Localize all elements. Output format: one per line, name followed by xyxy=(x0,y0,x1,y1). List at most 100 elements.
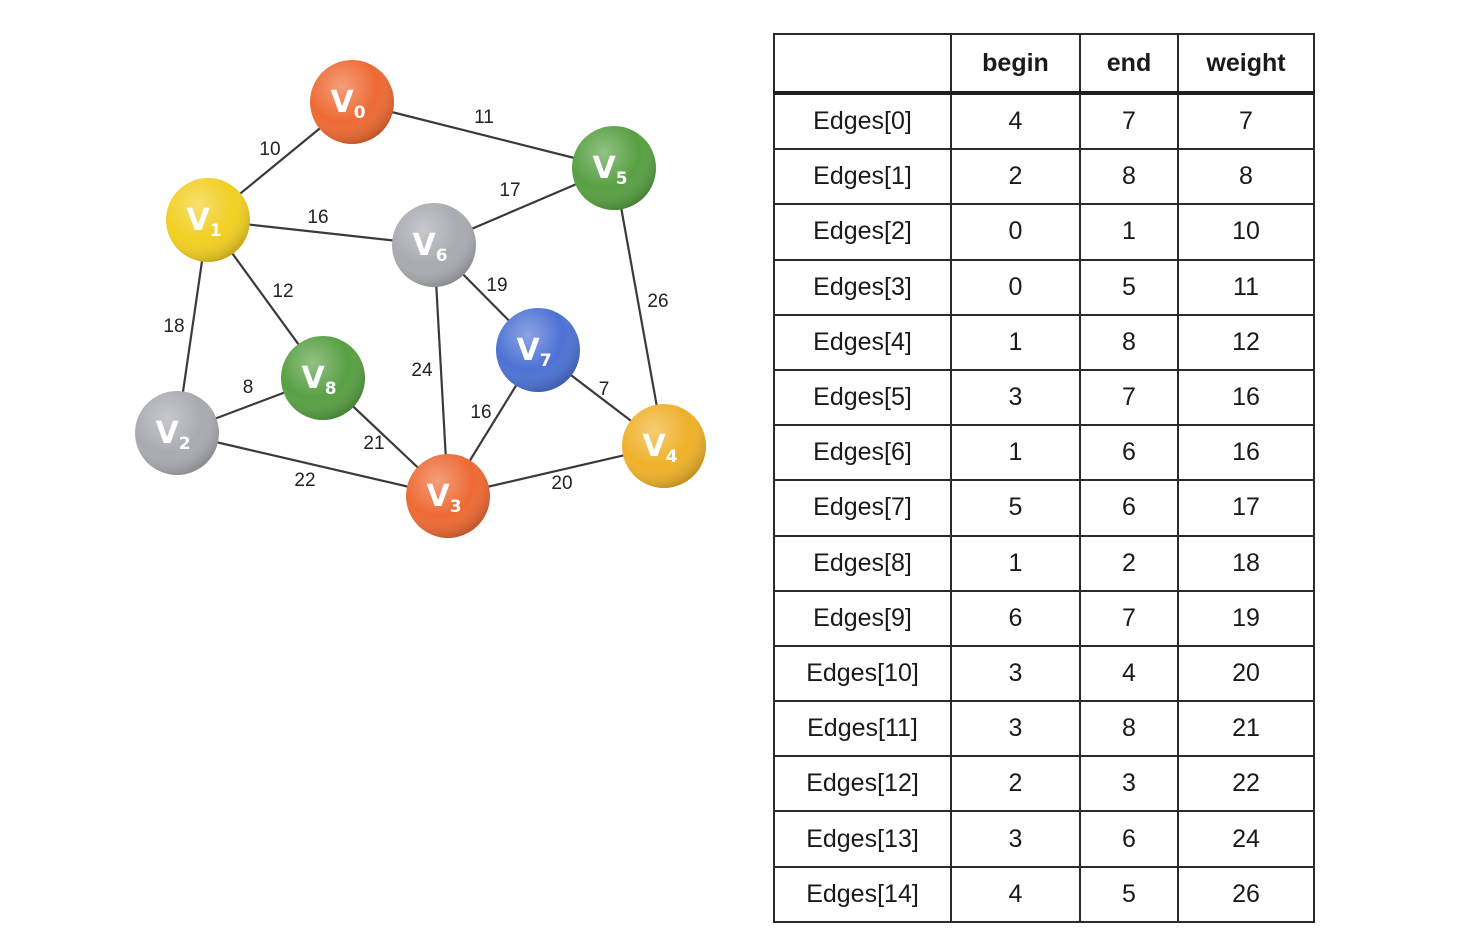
node-shading xyxy=(572,126,656,210)
edge-weight-label: 11 xyxy=(474,107,494,128)
edge-weight-label: 10 xyxy=(259,139,280,160)
weight-cell: 18 xyxy=(1177,534,1315,592)
begin-cell: 1 xyxy=(950,424,1081,482)
node-label-subscript: 2 xyxy=(179,434,191,454)
node-v2: V2 xyxy=(135,391,219,475)
node-label-subscript: 0 xyxy=(354,103,366,123)
edge-weight-label: 8 xyxy=(243,377,254,398)
node-v6: V6 xyxy=(392,203,476,287)
edge-weight-label: 22 xyxy=(294,470,315,491)
weight-cell: 16 xyxy=(1177,368,1315,427)
end-cell: 7 xyxy=(1079,91,1179,151)
weight-cell: 12 xyxy=(1177,313,1315,371)
node-label: V7 xyxy=(516,333,551,371)
edge-name-cell: Edges[10] xyxy=(773,644,952,703)
node-label: V8 xyxy=(301,361,336,399)
node-label: V6 xyxy=(412,228,447,266)
node-label-letter: V xyxy=(642,429,666,464)
node-v0: V0 xyxy=(310,60,394,144)
node-shading xyxy=(406,454,490,538)
begin-cell: 0 xyxy=(950,258,1081,316)
node-v1: V1 xyxy=(166,178,250,262)
weight-cell: 10 xyxy=(1177,203,1315,261)
begin-cell: 5 xyxy=(950,479,1081,537)
end-cell: 8 xyxy=(1079,148,1179,206)
end-cell: 7 xyxy=(1079,589,1179,647)
weight-cell: 26 xyxy=(1177,865,1315,923)
edge-weight-label: 24 xyxy=(411,360,433,381)
node-shading xyxy=(622,404,706,488)
edge-name-cell: Edges[3] xyxy=(773,258,952,316)
node-label-subscript: 4 xyxy=(666,447,678,467)
edge-name-cell: Edges[9] xyxy=(773,589,952,647)
node-shading xyxy=(496,308,580,392)
begin-cell: 3 xyxy=(950,644,1081,703)
weight-cell: 19 xyxy=(1177,589,1315,647)
node-label-subscript: 8 xyxy=(325,379,337,399)
node-label-letter: V xyxy=(516,333,540,368)
edge-name-cell: Edges[12] xyxy=(773,755,952,813)
node-label-subscript: 3 xyxy=(450,497,462,517)
node-label-letter: V xyxy=(330,85,354,120)
node-v3: V3 xyxy=(406,454,490,538)
edge-v2-v3 xyxy=(176,431,449,498)
node-v8: V8 xyxy=(281,336,365,420)
weight-cell: 16 xyxy=(1177,424,1315,482)
node-label: V2 xyxy=(155,416,190,454)
weight-cell: 20 xyxy=(1177,644,1315,703)
node-label-letter: V xyxy=(155,416,179,451)
edge-name-cell: Edges[8] xyxy=(773,534,952,592)
edge-weight-label: 12 xyxy=(272,281,293,302)
weight-cell: 11 xyxy=(1177,258,1315,316)
node-label-subscript: 1 xyxy=(210,221,222,241)
end-cell: 6 xyxy=(1079,424,1179,482)
edge-v0-v5 xyxy=(351,100,615,170)
begin-cell: 2 xyxy=(950,755,1081,813)
edge-weight-label: 18 xyxy=(163,316,184,337)
end-cell: 1 xyxy=(1079,203,1179,261)
edge-name-cell: Edges[5] xyxy=(773,368,952,427)
weight-cell: 17 xyxy=(1177,479,1315,537)
weight-cell: 24 xyxy=(1177,810,1315,868)
end-cell: 4 xyxy=(1079,644,1179,703)
header-name-cell xyxy=(773,33,952,94)
node-shading xyxy=(281,336,365,420)
end-cell: 6 xyxy=(1079,810,1179,868)
node-label: V5 xyxy=(592,151,627,189)
edge-weight-label: 26 xyxy=(647,291,668,312)
begin-cell: 1 xyxy=(950,313,1081,371)
edge-name-cell: Edges[11] xyxy=(773,700,952,758)
node-label: V0 xyxy=(330,85,365,123)
node-v7: V7 xyxy=(496,308,580,392)
node-shading xyxy=(166,178,250,262)
begin-cell: 3 xyxy=(950,810,1081,868)
header-begin: begin xyxy=(950,33,1081,94)
end-cell: 7 xyxy=(1079,368,1179,427)
weight-cell: 7 xyxy=(1177,91,1315,151)
edge-v5-v4 xyxy=(612,167,666,447)
node-shading xyxy=(392,203,476,287)
node-label-letter: V xyxy=(186,203,210,238)
weight-cell: 21 xyxy=(1177,700,1315,758)
weight-cell: 22 xyxy=(1177,755,1315,813)
node-shading xyxy=(135,391,219,475)
node-label-letter: V xyxy=(301,361,325,396)
begin-cell: 4 xyxy=(950,865,1081,923)
edge-weight-label: 20 xyxy=(551,473,572,494)
weight-cell: 8 xyxy=(1177,148,1315,206)
end-cell: 6 xyxy=(1079,479,1179,537)
begin-cell: 0 xyxy=(950,203,1081,261)
edge-weight-label: 17 xyxy=(499,180,520,201)
edge-name-cell: Edges[6] xyxy=(773,424,952,482)
